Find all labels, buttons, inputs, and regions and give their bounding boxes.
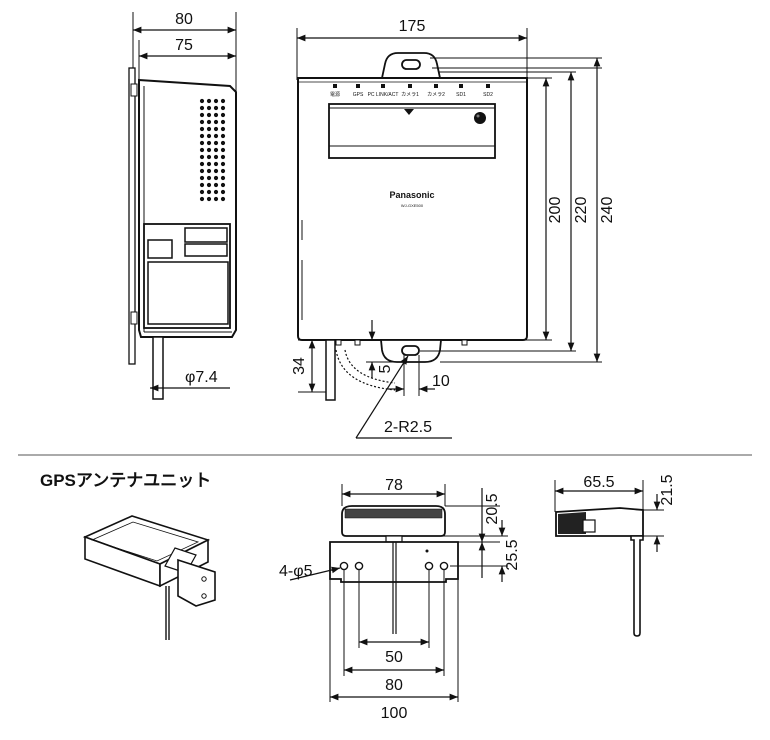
dim-cable-diameter: φ7.4 [185, 369, 218, 386]
dim-front-height-body: 200 [547, 197, 564, 224]
gps-section-title: GPSアンテナユニット [40, 471, 211, 490]
led-label-sd2: SD2 [483, 92, 493, 98]
dim-gps-holes: 4-φ5 [279, 563, 313, 580]
main-unit-front-view: 175 電源 GPS PC LINK/ACT カメラ1 カメラ2 SD1 SD2 [291, 18, 616, 439]
model-number: WJ-GXE500 [401, 203, 424, 208]
gps-mount-plate [329, 541, 459, 583]
gps-side-view: 65.5 21.5 [554, 474, 676, 637]
dim-gps-span-100: 100 [381, 705, 408, 722]
dim-gps-span-80: 80 [385, 677, 403, 694]
dim-side-width-outer: 80 [175, 11, 193, 28]
gps-front-view: 78 4-φ5 20.5 25.5 [279, 477, 521, 722]
side-vent-holes [199, 98, 226, 202]
front-cable [325, 339, 336, 401]
dim-bracket-offset: 5 [377, 364, 394, 373]
gps-perspective-view [82, 515, 216, 640]
main-unit-side-view: 80 75 [128, 11, 237, 400]
led-row: 電源 GPS PC LINK/ACT カメラ1 カメラ2 SD1 SD2 [330, 84, 493, 98]
dim-gps-side-height: 21.5 [659, 474, 676, 505]
dim-gps-height-mount: 25.5 [504, 539, 521, 570]
dim-gps-height-top: 20.5 [484, 493, 501, 524]
dim-gps-width-top: 78 [385, 477, 403, 494]
dim-front-height-total: 240 [599, 197, 616, 224]
dim-gps-side-width: 65.5 [583, 474, 614, 491]
dim-cable-offset: 34 [291, 357, 308, 375]
led-label-camera2: カメラ2 [427, 92, 445, 98]
dim-front-width: 175 [399, 18, 426, 35]
dim-side-width-inner: 75 [175, 37, 193, 54]
down-arrow-icon [404, 109, 414, 115]
led-label-pclink: PC LINK/ACT [368, 92, 399, 98]
screw-icon [474, 112, 486, 124]
led-label-power: 電源 [330, 91, 340, 98]
led-label-gps: GPS [353, 92, 364, 98]
brand-logo: Panasonic [389, 190, 434, 200]
front-cover-panel [328, 103, 496, 159]
led-label-sd1: SD1 [456, 92, 466, 98]
dim-front-height-bracket: 220 [573, 197, 590, 224]
side-cable [152, 336, 164, 400]
dim-slot-radius: 2-R2.5 [384, 419, 432, 436]
dim-slot-width: 10 [432, 373, 450, 390]
led-label-camera1: カメラ1 [401, 92, 419, 98]
side-bracket [128, 67, 136, 365]
dim-gps-span-50: 50 [385, 649, 403, 666]
